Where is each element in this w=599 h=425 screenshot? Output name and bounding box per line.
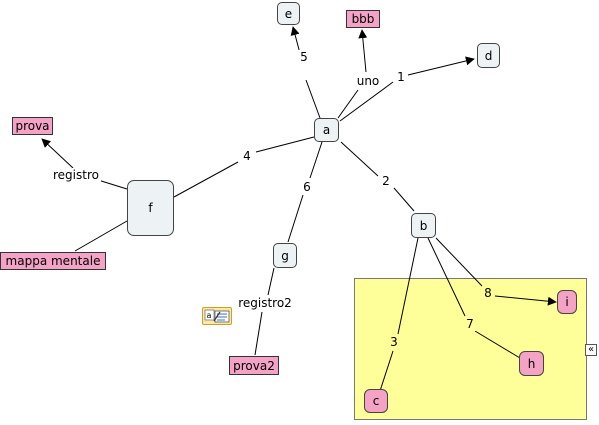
concept-node-a[interactable]: a <box>314 118 339 142</box>
link-a-5 <box>305 79 321 119</box>
link-registro-prova <box>41 138 74 169</box>
resource-attachment-icon[interactable]: a <box>202 307 232 325</box>
link-g-registro2 <box>267 267 275 296</box>
concept-node-i[interactable]: i <box>557 290 577 314</box>
tag-node-prova[interactable]: prova <box>12 117 53 135</box>
link-label-uno[interactable]: uno <box>354 74 382 88</box>
link-a-2 <box>340 141 379 177</box>
link-4-f <box>173 161 239 198</box>
concept-node-d[interactable]: d <box>477 43 500 68</box>
link-label-registro2[interactable]: registro2 <box>236 296 294 310</box>
link-label-3[interactable]: 3 <box>388 335 400 349</box>
link-2-b <box>393 187 415 212</box>
link-label-1[interactable]: 1 <box>395 70 407 84</box>
link-6-g <box>287 194 304 243</box>
link-label-5[interactable]: 5 <box>298 50 310 64</box>
link-3-c <box>379 350 394 392</box>
link-8-i <box>494 295 557 306</box>
link-7-h <box>474 330 521 359</box>
concept-node-e[interactable]: e <box>277 2 300 25</box>
concept-node-b[interactable]: b <box>411 213 436 238</box>
link-uno-bbb <box>358 29 368 73</box>
link-label-7[interactable]: 7 <box>464 317 476 331</box>
link-a-4 <box>255 136 315 153</box>
link-b-8 <box>435 237 483 287</box>
svg-text:a: a <box>207 311 212 320</box>
tag-node-mappa-mentale[interactable]: mappa mentale <box>0 252 106 270</box>
link-a-uno <box>337 89 359 119</box>
concept-node-g[interactable]: g <box>273 243 297 268</box>
collapse-group-icon[interactable]: « <box>585 344 597 356</box>
link-a-1 <box>339 81 394 122</box>
link-label-8[interactable]: 8 <box>482 286 494 300</box>
resource-attachment-glyph: a <box>204 309 230 323</box>
concept-node-c[interactable]: c <box>364 389 388 413</box>
link-1-d <box>407 56 475 76</box>
link-label-4[interactable]: 4 <box>241 149 253 163</box>
concept-node-f[interactable]: f <box>127 180 174 236</box>
link-b-3 <box>397 237 419 335</box>
link-f-mappa <box>74 220 128 252</box>
tag-node-bbb[interactable]: bbb <box>346 10 380 28</box>
link-a-6 <box>309 141 323 179</box>
concept-node-h[interactable]: h <box>519 351 544 376</box>
link-f-registro <box>97 179 128 190</box>
link-registro2-prova2 <box>254 311 263 356</box>
tag-node-prova2[interactable]: prova2 <box>229 356 279 375</box>
link-label-2[interactable]: 2 <box>380 174 392 188</box>
link-label-6[interactable]: 6 <box>301 180 313 194</box>
link-b-7 <box>427 237 466 317</box>
link-label-registro[interactable]: registro <box>51 168 101 182</box>
